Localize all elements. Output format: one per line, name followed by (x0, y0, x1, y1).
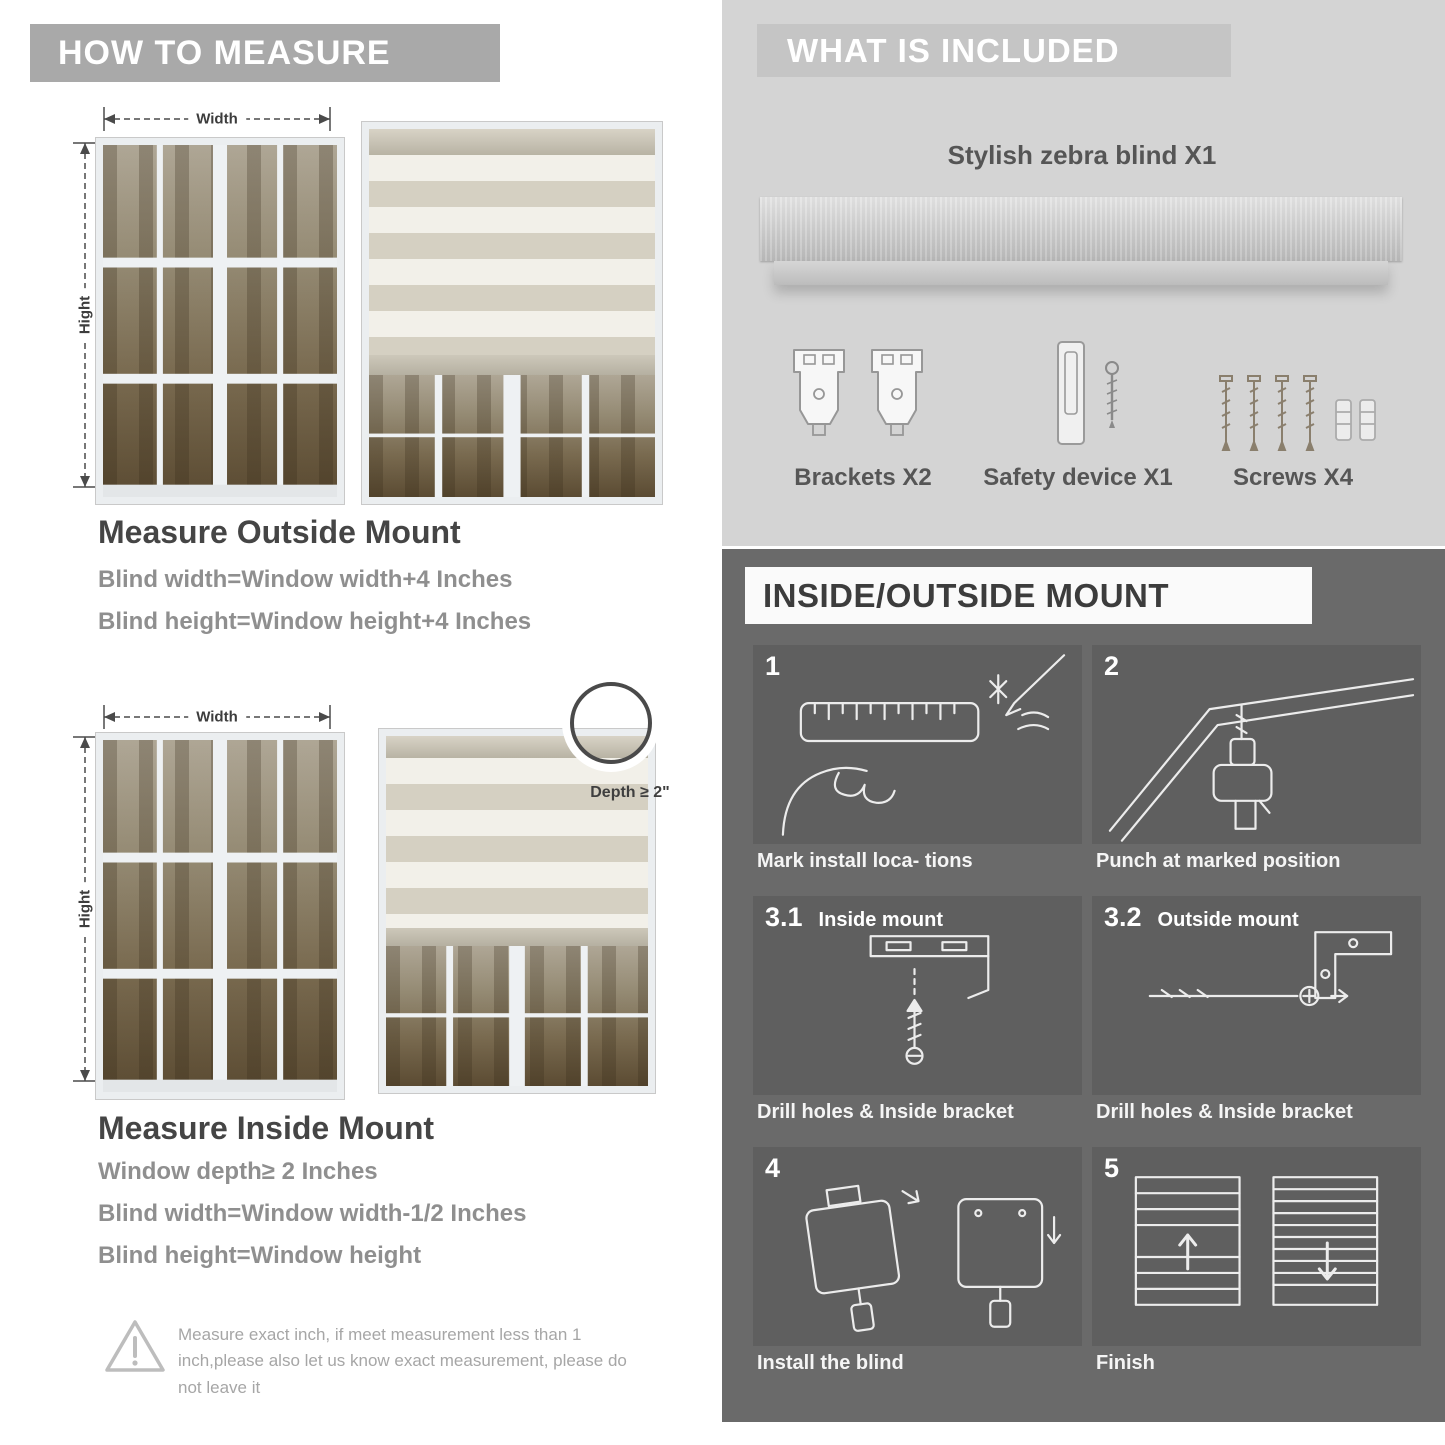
step-head: 5 (1104, 1153, 1119, 1184)
zebra-blind-fascia-illustration (774, 261, 1388, 285)
included-header: WHAT IS INCLUDED (757, 24, 1231, 77)
warning-triangle-icon (103, 1316, 167, 1381)
brackets-illustration (786, 342, 930, 442)
mount-panel: INSIDE/OUTSIDE MOUNT 1 Mark install loca… (722, 549, 1445, 1422)
screws-label: Screws X4 (1232, 464, 1354, 491)
how-to-measure-header: HOW TO MEASURE (30, 24, 500, 82)
blind-bottomrail (369, 355, 655, 375)
height-arrow-inside: Hight (72, 734, 98, 1084)
step-head: 3.1 Inside mount (765, 902, 943, 933)
blind-headrail (369, 129, 655, 155)
blind-lower-window (386, 946, 648, 1086)
step-caption-4: Install the blind (757, 1352, 904, 1374)
width-arrow-outside: Width (101, 106, 333, 132)
height-label-outside: Hight (75, 287, 95, 343)
screws-icon (1214, 372, 1384, 463)
blind-lower-window (369, 375, 655, 497)
step-number: 3.2 (1104, 902, 1142, 932)
step-tile-5: 5 (1092, 1147, 1421, 1346)
mount-title: INSIDE/OUTSIDE MOUNT (763, 576, 1170, 614)
window-photo-outside (96, 138, 344, 504)
drill-ceiling-icon (1108, 678, 1415, 842)
bracket-icon (793, 349, 845, 436)
depth-label: Depth ≥ 2" (590, 784, 670, 801)
step-caption-3-2: Drill holes & Inside bracket (1096, 1101, 1353, 1123)
blind-stripes (369, 155, 655, 355)
outside-mount-line-2: Blind height=Window height+4 Inches (98, 608, 532, 635)
window-photo-inside (96, 733, 344, 1099)
mark-locations-icon (781, 654, 1066, 836)
blind-stripes (386, 758, 648, 928)
how-to-measure-title: HOW TO MEASURE (58, 33, 391, 72)
step-number: 1 (765, 651, 781, 681)
inside-mount-title: Measure Inside Mount (98, 1110, 435, 1146)
included-panel: WHAT IS INCLUDED Stylish zebra blind X1 (722, 0, 1445, 546)
step-number: 5 (1104, 1153, 1120, 1183)
step-caption-1: Mark install loca- tions (757, 850, 973, 872)
width-label-outside: Width (188, 109, 246, 129)
inside-mount-line-3: Blind height=Window height (98, 1242, 422, 1269)
finish-blinds-icon (1134, 1176, 1379, 1306)
step-caption-5: Finish (1096, 1352, 1155, 1374)
mount-header: INSIDE/OUTSIDE MOUNT (745, 567, 1312, 624)
step-number: 4 (765, 1153, 781, 1183)
included-title: WHAT IS INCLUDED (787, 31, 1120, 69)
step-tile-3-2: 3.2 Outside mount (1092, 896, 1421, 1095)
step-tile-3-1: 3.1 Inside mount (753, 896, 1082, 1095)
window-mullions-icon (369, 375, 655, 497)
step-tile-1: 1 (753, 645, 1082, 844)
step-caption-3-1: Drill holes & Inside bracket (757, 1101, 1014, 1123)
safety-device-label: Safety device X1 (983, 464, 1173, 491)
width-label-inside: Width (188, 707, 246, 727)
safety-device-icon (1048, 336, 1140, 459)
zebra-blind-headrail-illustration (760, 197, 1402, 261)
bracket-icon (871, 349, 923, 436)
blind-bottomrail (386, 928, 648, 946)
install-blind-icon (805, 1184, 1062, 1332)
outside-mount-title: Measure Outside Mount (98, 514, 461, 550)
inside-mount-line-1: Window depth≥ 2 Inches (98, 1158, 378, 1185)
window-mullions-icon (386, 946, 648, 1086)
step-label: Outside mount (1157, 909, 1299, 931)
outside-bracket-drill-icon (1148, 931, 1393, 1007)
blind-window-inside (379, 729, 655, 1093)
zebra-blind-label: Stylish zebra blind X1 (947, 140, 1217, 170)
step-tile-2: 2 (1092, 645, 1421, 844)
step-number: 3.1 (765, 902, 803, 932)
window-mullions-icon (103, 145, 337, 497)
step-head: 1 (765, 651, 780, 682)
measure-warning-text: Measure exact inch, if meet measurement … (178, 1325, 627, 1397)
height-arrow-outside: Hight (72, 140, 98, 490)
step-head: 2 (1104, 651, 1119, 682)
step-number: 2 (1104, 651, 1120, 681)
step-head: 3.2 Outside mount (1104, 902, 1299, 933)
blind-window-outside (362, 122, 662, 504)
step-caption-2: Punch at marked position (1096, 850, 1341, 872)
step-label: Inside mount (818, 909, 943, 931)
height-label-inside: Hight (75, 881, 95, 937)
outside-mount-line-1: Blind width=Window width+4 Inches (98, 566, 513, 593)
step-tile-4: 4 (753, 1147, 1082, 1346)
width-arrow-inside: Width (101, 704, 333, 730)
depth-highlight-circle (570, 682, 652, 764)
window-mullions-icon (103, 740, 337, 1092)
inside-mount-line-2: Blind width=Window width-1/2 Inches (98, 1200, 527, 1227)
brackets-label: Brackets X2 (794, 464, 932, 491)
step-head: 4 (765, 1153, 780, 1184)
inside-bracket-screw-icon (869, 935, 990, 1065)
